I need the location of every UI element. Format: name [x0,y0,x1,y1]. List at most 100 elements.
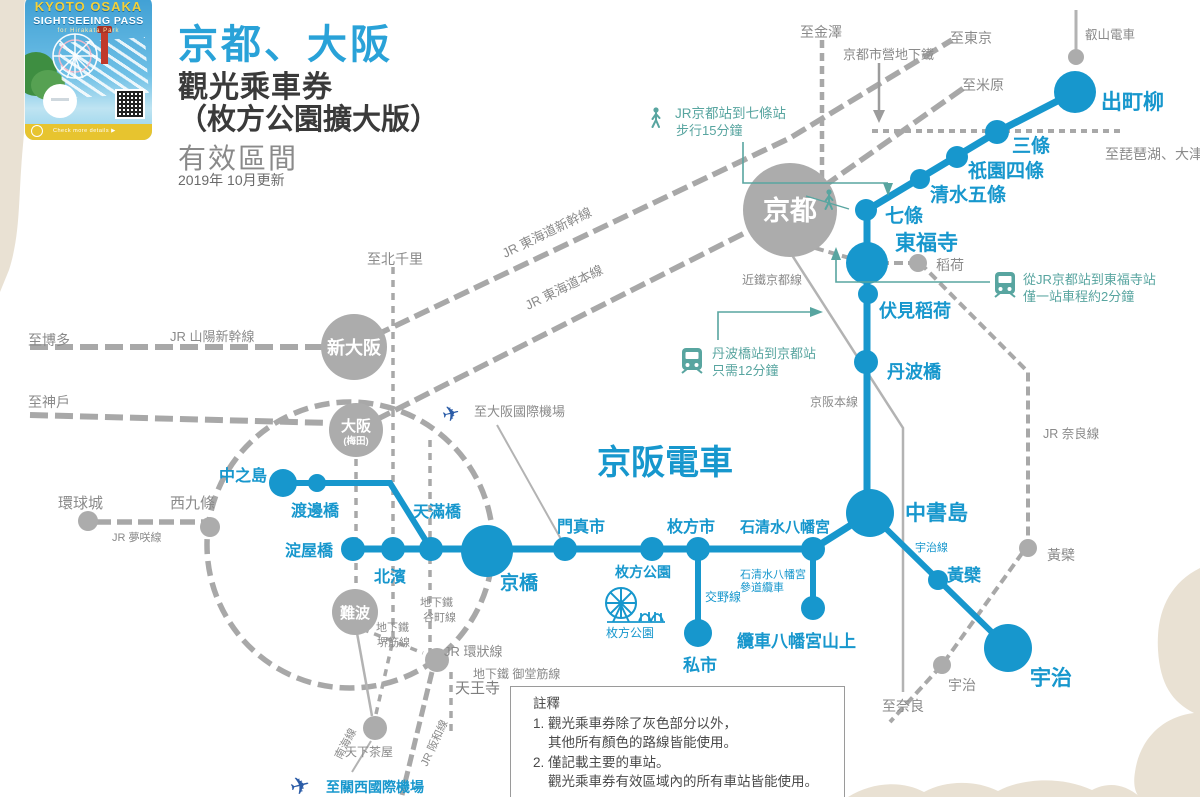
subway-pointer-arrowhead [873,110,885,123]
station-dot-gion-shijo [946,146,968,168]
gray-circle-labels: 京都 新大阪 大阪 (梅田) 難波 [327,195,817,622]
blue-line-small-labels: 交野線 石清水八幡宮 參道纜車 宇治線 枚方公園 至關西國際機場 [326,540,948,795]
station-dot-tengachaya [363,716,387,740]
station-dot-hirakatashi [686,537,710,561]
line-hanwa [399,671,435,796]
annotation-tofukuji-leader [835,260,990,283]
station-dot-kadomashi [553,537,577,561]
annotation-tambabashi-line2: 只需12分鐘 [712,363,778,378]
station-label-nakanoshima: 中之島 [219,466,267,485]
notes-item1a: 1. 觀光乘車券除了灰色部分以外， [533,715,738,731]
annotation-walk-line1: JR京都站到七條站 [675,106,786,121]
card-ferris-wheel-graphic [52,33,98,79]
station-label-osaka: 大阪 [341,417,372,435]
blue-station-labels: 出町柳 三條 祇園四條 清水五條 七條 東福寺 伏見稻荷 丹波橋 中書島 黃檗 … [219,91,1164,690]
station-label-uji-jr: 宇治 [948,677,976,693]
card-sticker [43,84,77,118]
station-label-kiyomizu-gojo: 清水五條 [930,183,1006,206]
line-label-sakaisuji1: 地下鐵 [376,620,409,634]
annotation-tofukuji-arrowhead [831,247,841,260]
station-label-sanjo: 三條 [1012,134,1050,157]
station-dot-demachiyanagi [1054,71,1096,113]
walking-icon [651,106,661,128]
card-tower-graphic [101,30,108,64]
station-label-shin-osaka: 新大阪 [327,337,382,358]
line-kintetsu-kyoto [788,251,905,692]
station-dot-temmabashi [419,537,443,561]
station-dot-kiyomizu-gojo [910,169,930,189]
station-dot-osaka-umeda [329,403,383,457]
blue-station-dots [269,71,1096,672]
dest-label-kanazawa: 至金澤 [800,24,842,40]
station-label-fushimi-inari: 伏見稻荷 [879,300,951,321]
station-dot-namba [332,589,378,635]
annotation-walk-arrowhead [883,183,893,196]
walk-path-connector [805,195,850,210]
station-dot-inari [909,254,927,272]
station-dot-nakanoshima [269,469,297,497]
card-tower-graphic [97,26,112,33]
line-label-cable1: 石清水八幡宮 [740,567,806,581]
annotation-tambabashi-arrowhead [810,307,823,317]
annotation-tambabashi-line1: 丹波橋站到京都站 [712,346,816,361]
train-icon [994,271,1016,298]
network-label-keihan: 京阪電車 [597,444,733,482]
line-label-keihan-main: 京阪本線 [810,394,858,409]
train-icon [681,347,703,374]
line-label-hanwa: JR 阪和線 [417,717,451,768]
card-logo [31,125,43,137]
notes-title: 註釋 [533,696,560,711]
dest-label-kansai-airport: 至關西國際機場 [326,779,424,795]
station-dot-iwashimizu [801,537,825,561]
card-footer: Check more details ▶ [25,124,152,140]
ferris-wheel-icon [605,587,665,624]
station-label-kadomashi: 門真市 [557,517,605,536]
station-label-cable-sanjo: 纜車八幡宮山上 [737,631,856,651]
section-title: 有效區間 [178,143,299,174]
notes-item2b: 觀光乘車券有效區域內的所有車站皆能使用。 [548,774,818,789]
plane-icon: ✈ [440,401,463,428]
line-label-tanimachi2: 谷町線 [423,610,456,624]
station-dot-uji-jr [933,656,951,674]
station-label-tofukuji: 東福寺 [895,231,958,255]
station-label-chushojima: 中書島 [905,501,968,525]
dest-label-nara: 至奈良 [882,698,924,714]
station-dot-shin-osaka [321,314,387,380]
notes-box: 註釋 1. 觀光乘車券除了灰色部分以外， 其他所有顏色的路線皆能使用。 2. 僅… [510,686,845,797]
line-label-kyoto-subway: 京都市營地下鐵 [843,47,934,62]
station-dot-yodoyabashi [341,537,365,561]
park-label-hirakata: 枚方公園 [606,625,654,640]
station-label-uji: 宇治 [1030,666,1072,690]
station-dot-hirakata-koen [640,537,664,561]
annotations: JR京都站到七條站 步行15分鐘 從JR京都站到東福寺站 僅一站車程約2分鐘 丹… [651,106,1156,378]
dest-label-biwako: 至琵琶湖、大津 [1105,146,1200,162]
line-label-uji: 宇治線 [915,540,948,554]
station-label-temmabashi: 天滿橋 [413,502,462,521]
station-dot-eizan [1068,49,1084,65]
line-label-midosuji: 地下鐵 御堂筋線 [473,666,560,681]
line-label-cable2: 參道纜車 [740,580,784,594]
station-dot-cable-sanjo [801,596,825,620]
station-dot-sanjo [985,120,1009,144]
station-label-universal-city: 環球城 [58,495,103,512]
station-label-yodoyabashi: 淀屋橋 [285,541,334,560]
station-dot-shichijo [855,199,877,221]
station-dot-kitahama [381,537,405,561]
line-label-sanyo: JR 山陽新幹線 [170,329,255,344]
station-dot-kyoto [743,163,837,257]
line-label-jr-nara: JR 奈良線 [1043,426,1100,441]
station-label-tambabashi: 丹波橋 [887,361,942,382]
line-nankai [355,632,374,717]
qr-code [115,89,145,119]
station-dot-obaku [928,570,948,590]
station-label-hirakatashi: 枚方市 [667,517,715,536]
station-label-watanabebashi: 渡邊橋 [291,501,340,520]
station-label-tengachaya: 天下茶屋 [345,744,393,759]
station-label-umeda: (梅田) [343,435,368,447]
dest-label-kitasenri: 至北千里 [367,251,423,267]
station-dot-chushojima [846,489,894,537]
station-dot-watanabebashi [308,474,326,492]
plane-icon: ✈ [287,771,313,797]
